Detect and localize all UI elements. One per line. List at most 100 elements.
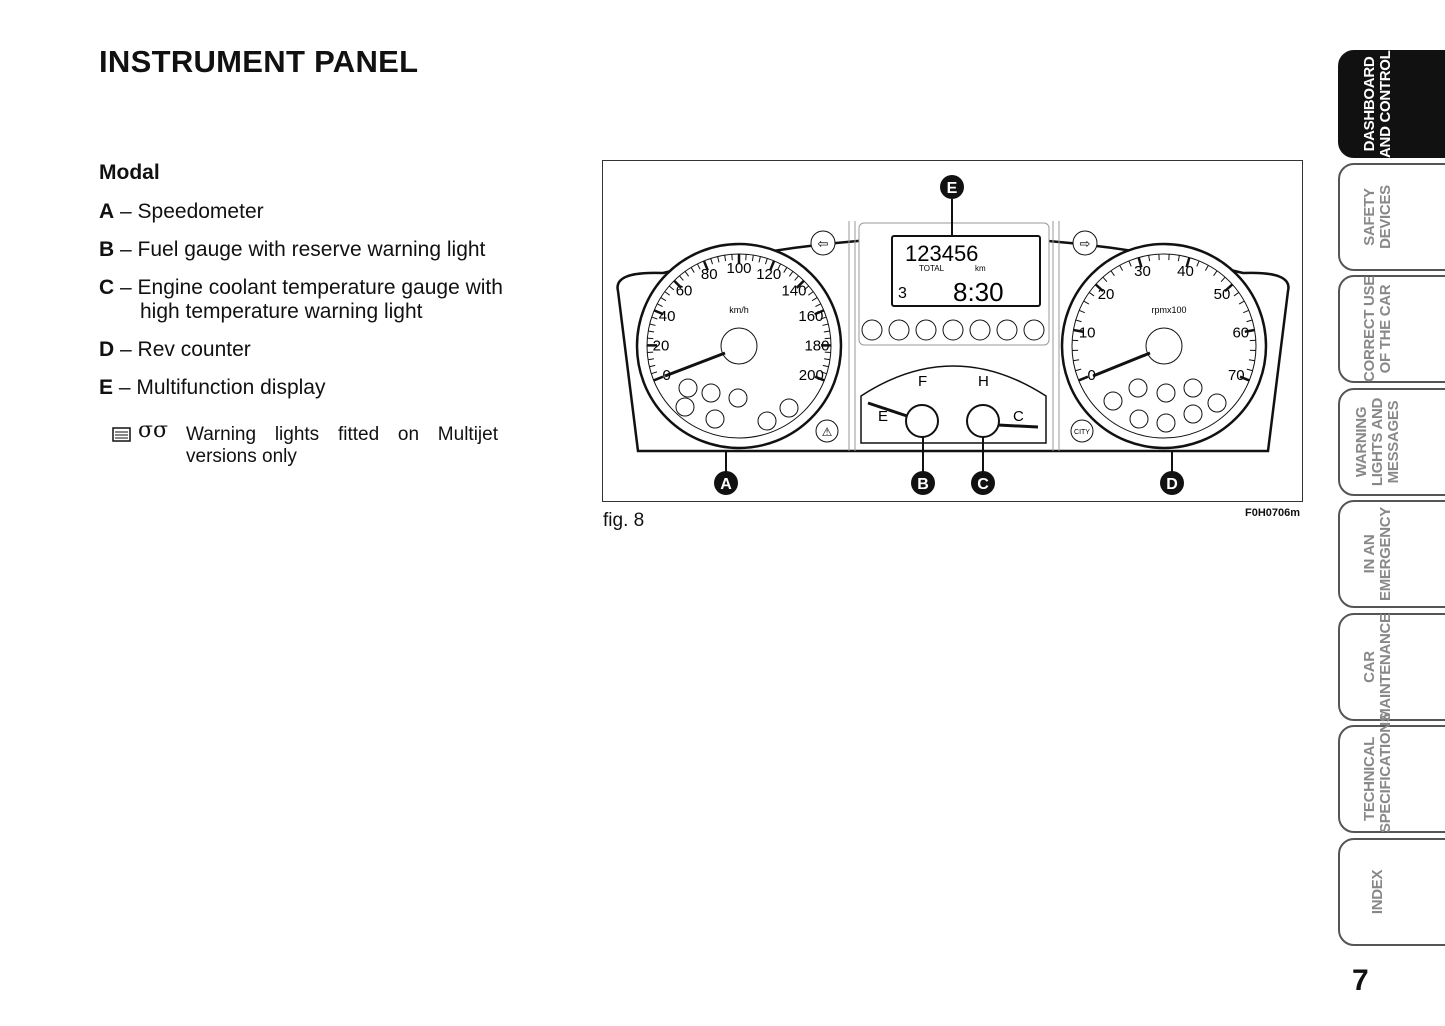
temp-hot-label: H bbox=[978, 373, 989, 390]
tacho-unit: rpmx100 bbox=[1151, 305, 1186, 315]
sidelights-warning-icon bbox=[942, 319, 964, 341]
temp-cold-label: C bbox=[1013, 408, 1024, 425]
callout-c bbox=[971, 471, 995, 495]
tick-mark bbox=[820, 316, 827, 320]
tick-mark bbox=[1246, 368, 1253, 372]
multifunction-display bbox=[891, 235, 1041, 307]
legend-letter: D bbox=[99, 338, 115, 361]
chapter-tab-3[interactable]: WARNING LIGHTS AND MESSAGES bbox=[1338, 387, 1445, 496]
speedo-tick-label: 180 bbox=[804, 337, 829, 354]
tick-mark bbox=[758, 256, 761, 263]
tick-mark bbox=[651, 371, 658, 375]
fuel-empty-label: E bbox=[878, 408, 888, 425]
tick-mark bbox=[1238, 300, 1245, 305]
svg-text:⇦: ⇦ bbox=[818, 236, 829, 251]
tick-mark bbox=[1075, 319, 1082, 323]
tick-mark bbox=[717, 256, 720, 263]
chapter-tab-label: IN AN EMERGENCY bbox=[1361, 507, 1394, 601]
speedo-warning-light-icon bbox=[757, 411, 777, 431]
tick-mark bbox=[808, 291, 814, 296]
tick-mark bbox=[824, 337, 831, 340]
tick-mark bbox=[1243, 309, 1250, 314]
tick-mark bbox=[1073, 328, 1084, 333]
odometer-km-label: km bbox=[975, 264, 986, 273]
speedo-tick-label: 20 bbox=[653, 337, 670, 354]
callout-e bbox=[940, 175, 964, 199]
legend-item-b: B – Fuel gauge with reserve warning ligh… bbox=[99, 238, 519, 262]
tick-mark bbox=[815, 303, 821, 308]
tick-mark bbox=[1137, 257, 1143, 268]
figure-caption: fig. 8 bbox=[603, 510, 645, 531]
tick-mark bbox=[651, 316, 658, 320]
tick-mark bbox=[1239, 375, 1250, 382]
legend-text: – Rev counter bbox=[120, 338, 251, 361]
seatbelt-warning-icon bbox=[861, 319, 883, 341]
tick-mark bbox=[1078, 309, 1085, 314]
tick-mark bbox=[1244, 328, 1255, 333]
tacho-warning-light-icon bbox=[1156, 383, 1176, 403]
tick-mark bbox=[1083, 300, 1090, 305]
tick-mark bbox=[822, 323, 829, 326]
svg-text:CITY: CITY bbox=[1074, 429, 1090, 436]
legend-letter: E bbox=[99, 376, 114, 399]
tacho-tick-label: 30 bbox=[1134, 263, 1151, 280]
tick-mark bbox=[751, 255, 754, 262]
svg-text:⇨: ⇨ bbox=[1080, 236, 1091, 251]
tick-mark bbox=[1177, 255, 1180, 262]
callout-label: B bbox=[917, 476, 929, 493]
tick-mark bbox=[647, 358, 655, 361]
tacho-tick-label: 10 bbox=[1079, 324, 1096, 341]
tacho-warning-light-icon bbox=[1183, 378, 1203, 398]
speedo-tick-label: 80 bbox=[701, 266, 718, 283]
tacho-tick-label: 60 bbox=[1232, 324, 1249, 341]
fuel-needle-hub bbox=[905, 404, 939, 438]
speedo-warning-light-icon bbox=[701, 383, 721, 403]
fuel-full-label: F bbox=[918, 373, 927, 390]
chapter-tab-label: INDEX bbox=[1369, 869, 1386, 914]
tick-mark bbox=[653, 375, 664, 382]
chapter-tab-4[interactable]: IN AN EMERGENCY bbox=[1338, 500, 1445, 608]
note-text: Warning lights fitted on Multijet versio… bbox=[186, 424, 498, 467]
speedo-unit: km/h bbox=[729, 305, 749, 315]
temp-needle-hub bbox=[966, 404, 1000, 438]
chapter-tab-1[interactable]: SAFETY DEVICES bbox=[1338, 162, 1445, 271]
tacho-needle bbox=[1092, 351, 1151, 378]
chapter-tab-0[interactable]: DASHBOARD AND CONTROLS bbox=[1338, 40, 1445, 158]
tick-mark bbox=[1088, 292, 1095, 297]
tick-mark bbox=[1248, 359, 1255, 362]
door-open-warning-icon bbox=[1023, 319, 1045, 341]
tick-mark bbox=[702, 260, 709, 271]
chapter-tab-2[interactable]: CORRECT USE OF THE CAR bbox=[1338, 275, 1445, 383]
legend-letter: B bbox=[99, 238, 115, 261]
legend-letter: A bbox=[99, 200, 115, 223]
tick-mark bbox=[1204, 265, 1209, 271]
tick-mark bbox=[673, 279, 683, 289]
chapter-tab-7[interactable]: INDEX bbox=[1338, 837, 1445, 946]
tacho-warning-light-icon bbox=[1156, 413, 1176, 433]
tick-mark bbox=[1094, 283, 1104, 293]
tick-mark bbox=[822, 364, 829, 368]
tacho-tick-label: 0 bbox=[1088, 367, 1096, 384]
chapter-tab-label: DASHBOARD AND CONTROLS bbox=[1361, 40, 1394, 158]
legend-item-c: C – Engine coolant temperature gauge wit… bbox=[99, 276, 519, 324]
chapter-tab-label: WARNING LIGHTS AND MESSAGES bbox=[1353, 397, 1402, 486]
tacho-warning-light-icon bbox=[1183, 404, 1203, 424]
right-turn-indicator-icon bbox=[1072, 230, 1098, 256]
speedo-warning-light-icon bbox=[705, 409, 725, 429]
tacho-tick-label: 70 bbox=[1228, 367, 1245, 384]
tick-mark bbox=[1073, 359, 1080, 362]
tick-mark bbox=[710, 258, 714, 265]
tick-mark bbox=[724, 255, 727, 262]
chapter-tab-6[interactable]: TECHNICAL SPECIFICATIONS bbox=[1338, 712, 1445, 833]
tacho-warning-light-icon bbox=[1103, 391, 1123, 411]
chapter-tab-5[interactable]: CAR MAINTENANCE bbox=[1338, 612, 1445, 721]
left-turn-indicator-icon bbox=[810, 230, 836, 256]
legend-item-d: D – Rev counter bbox=[99, 338, 519, 362]
callout-label: C bbox=[977, 476, 989, 493]
tick-mark bbox=[647, 337, 654, 340]
tick-mark bbox=[1233, 292, 1240, 297]
